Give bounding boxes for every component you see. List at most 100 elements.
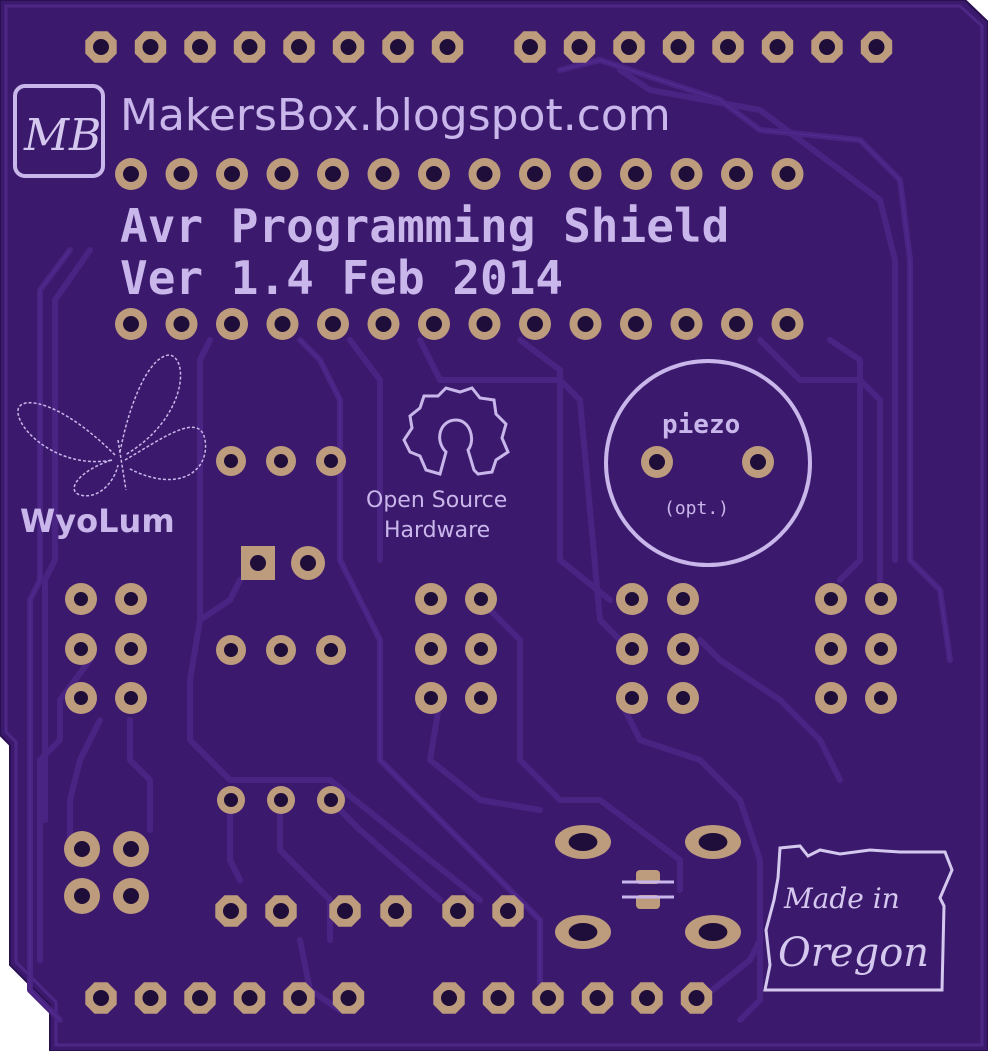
pad-hole — [729, 316, 745, 332]
piezo-outline — [604, 359, 812, 567]
pad-hole — [527, 166, 543, 182]
pad-hole — [540, 990, 556, 1006]
title-line1: Avr Programming Shield — [120, 199, 729, 253]
pad-hole — [324, 793, 338, 807]
pad-hole — [300, 555, 316, 571]
open-source-hardware-gear-icon — [402, 386, 510, 476]
pad-hole — [628, 316, 644, 332]
piezo-opt-label: (opt.) — [664, 498, 729, 519]
pad-hole — [676, 592, 690, 606]
pad-hole — [819, 39, 835, 55]
pad-hole — [274, 793, 288, 807]
pad-hole — [123, 888, 139, 904]
pad-hole — [476, 166, 493, 182]
pad-hole — [375, 316, 392, 332]
pad-hole — [577, 166, 594, 182]
pad-hole — [74, 642, 88, 656]
pad-hole — [522, 39, 538, 55]
pad-hole — [224, 166, 240, 182]
pad-hole — [625, 592, 639, 606]
header-top-left — [85, 31, 464, 63]
butterfly-icon — [17, 354, 207, 497]
pad-hole — [390, 39, 406, 55]
oregon-line2: Oregon — [778, 930, 929, 976]
pad-hole — [325, 316, 341, 332]
pad-hole — [868, 39, 885, 55]
pad-hole — [93, 990, 109, 1006]
pad-hole — [424, 691, 438, 705]
pad-hole — [424, 592, 438, 606]
pad-hole — [500, 903, 516, 919]
pad-hole — [779, 316, 796, 332]
pad-hole — [142, 39, 159, 55]
brand-wyolum: WyoLum — [20, 502, 175, 540]
pad-hole — [426, 316, 442, 332]
pad-hole — [678, 316, 695, 332]
pad-hole — [291, 39, 307, 55]
pad-hole — [375, 166, 392, 182]
pad-hole — [649, 454, 665, 470]
pad-hole — [824, 592, 838, 606]
pad-hole — [720, 39, 736, 55]
pad-hole — [426, 166, 442, 182]
pad-hole — [874, 642, 888, 656]
pad-hole — [74, 841, 90, 857]
pad-hole — [192, 990, 208, 1006]
pad-hole — [224, 316, 240, 332]
ic-socket-bottom-row — [115, 308, 804, 340]
pad-hole — [74, 691, 88, 705]
pad-hole — [124, 691, 138, 705]
pad-hole — [123, 166, 139, 182]
pad-hole — [779, 166, 796, 182]
pad-hole — [670, 39, 687, 55]
pad-hole — [568, 923, 598, 941]
pad-hole — [625, 691, 639, 705]
pad-hole — [874, 691, 888, 705]
pad-hole — [124, 592, 138, 606]
makersbox-logo-icon: MB — [13, 84, 105, 178]
pad-hole — [241, 990, 258, 1006]
pad-hole — [874, 592, 888, 606]
pad-hole — [173, 166, 190, 182]
title-line2: Ver 1.4 Feb 2014 — [120, 251, 563, 305]
pad-hole — [74, 592, 88, 606]
pad-hole — [676, 691, 690, 705]
misc-pads — [64, 446, 897, 949]
pad-hole — [173, 316, 190, 332]
pad-hole — [274, 166, 291, 182]
ic-socket-top-row — [115, 158, 804, 190]
pad-hole — [337, 903, 353, 919]
pad-hole — [142, 990, 159, 1006]
oregon-state-icon — [763, 844, 954, 992]
pad-hole — [224, 793, 238, 807]
pad-hole — [124, 642, 138, 656]
pad-hole — [824, 642, 838, 656]
logo-letters: MB — [23, 110, 101, 161]
pad-hole — [628, 166, 644, 182]
pad-hole — [340, 39, 357, 55]
pad-hole — [123, 841, 139, 857]
pad-hole — [324, 454, 338, 468]
pad-hole — [250, 555, 266, 571]
pad-hole — [527, 316, 543, 332]
piezo-label: piezo — [662, 410, 740, 440]
pad-hole — [698, 923, 728, 941]
pad-hole — [273, 903, 289, 919]
board-inner-border — [4, 4, 984, 1047]
pad-hole — [577, 316, 594, 332]
pad-hole — [388, 903, 404, 919]
pad-hole — [676, 642, 690, 656]
pad-hole — [223, 903, 239, 919]
pad-hole — [476, 316, 493, 332]
pad-hole — [750, 454, 766, 470]
pad-hole — [340, 990, 357, 1006]
header-top-right — [514, 31, 893, 63]
osh-line1: Open Source — [366, 488, 507, 513]
pad-hole — [424, 642, 438, 656]
pad-hole — [224, 643, 238, 657]
pad-hole — [274, 454, 288, 468]
pad-hole — [274, 643, 288, 657]
pad-hole — [769, 39, 786, 55]
copper-traces-edge — [29, 59, 951, 1021]
